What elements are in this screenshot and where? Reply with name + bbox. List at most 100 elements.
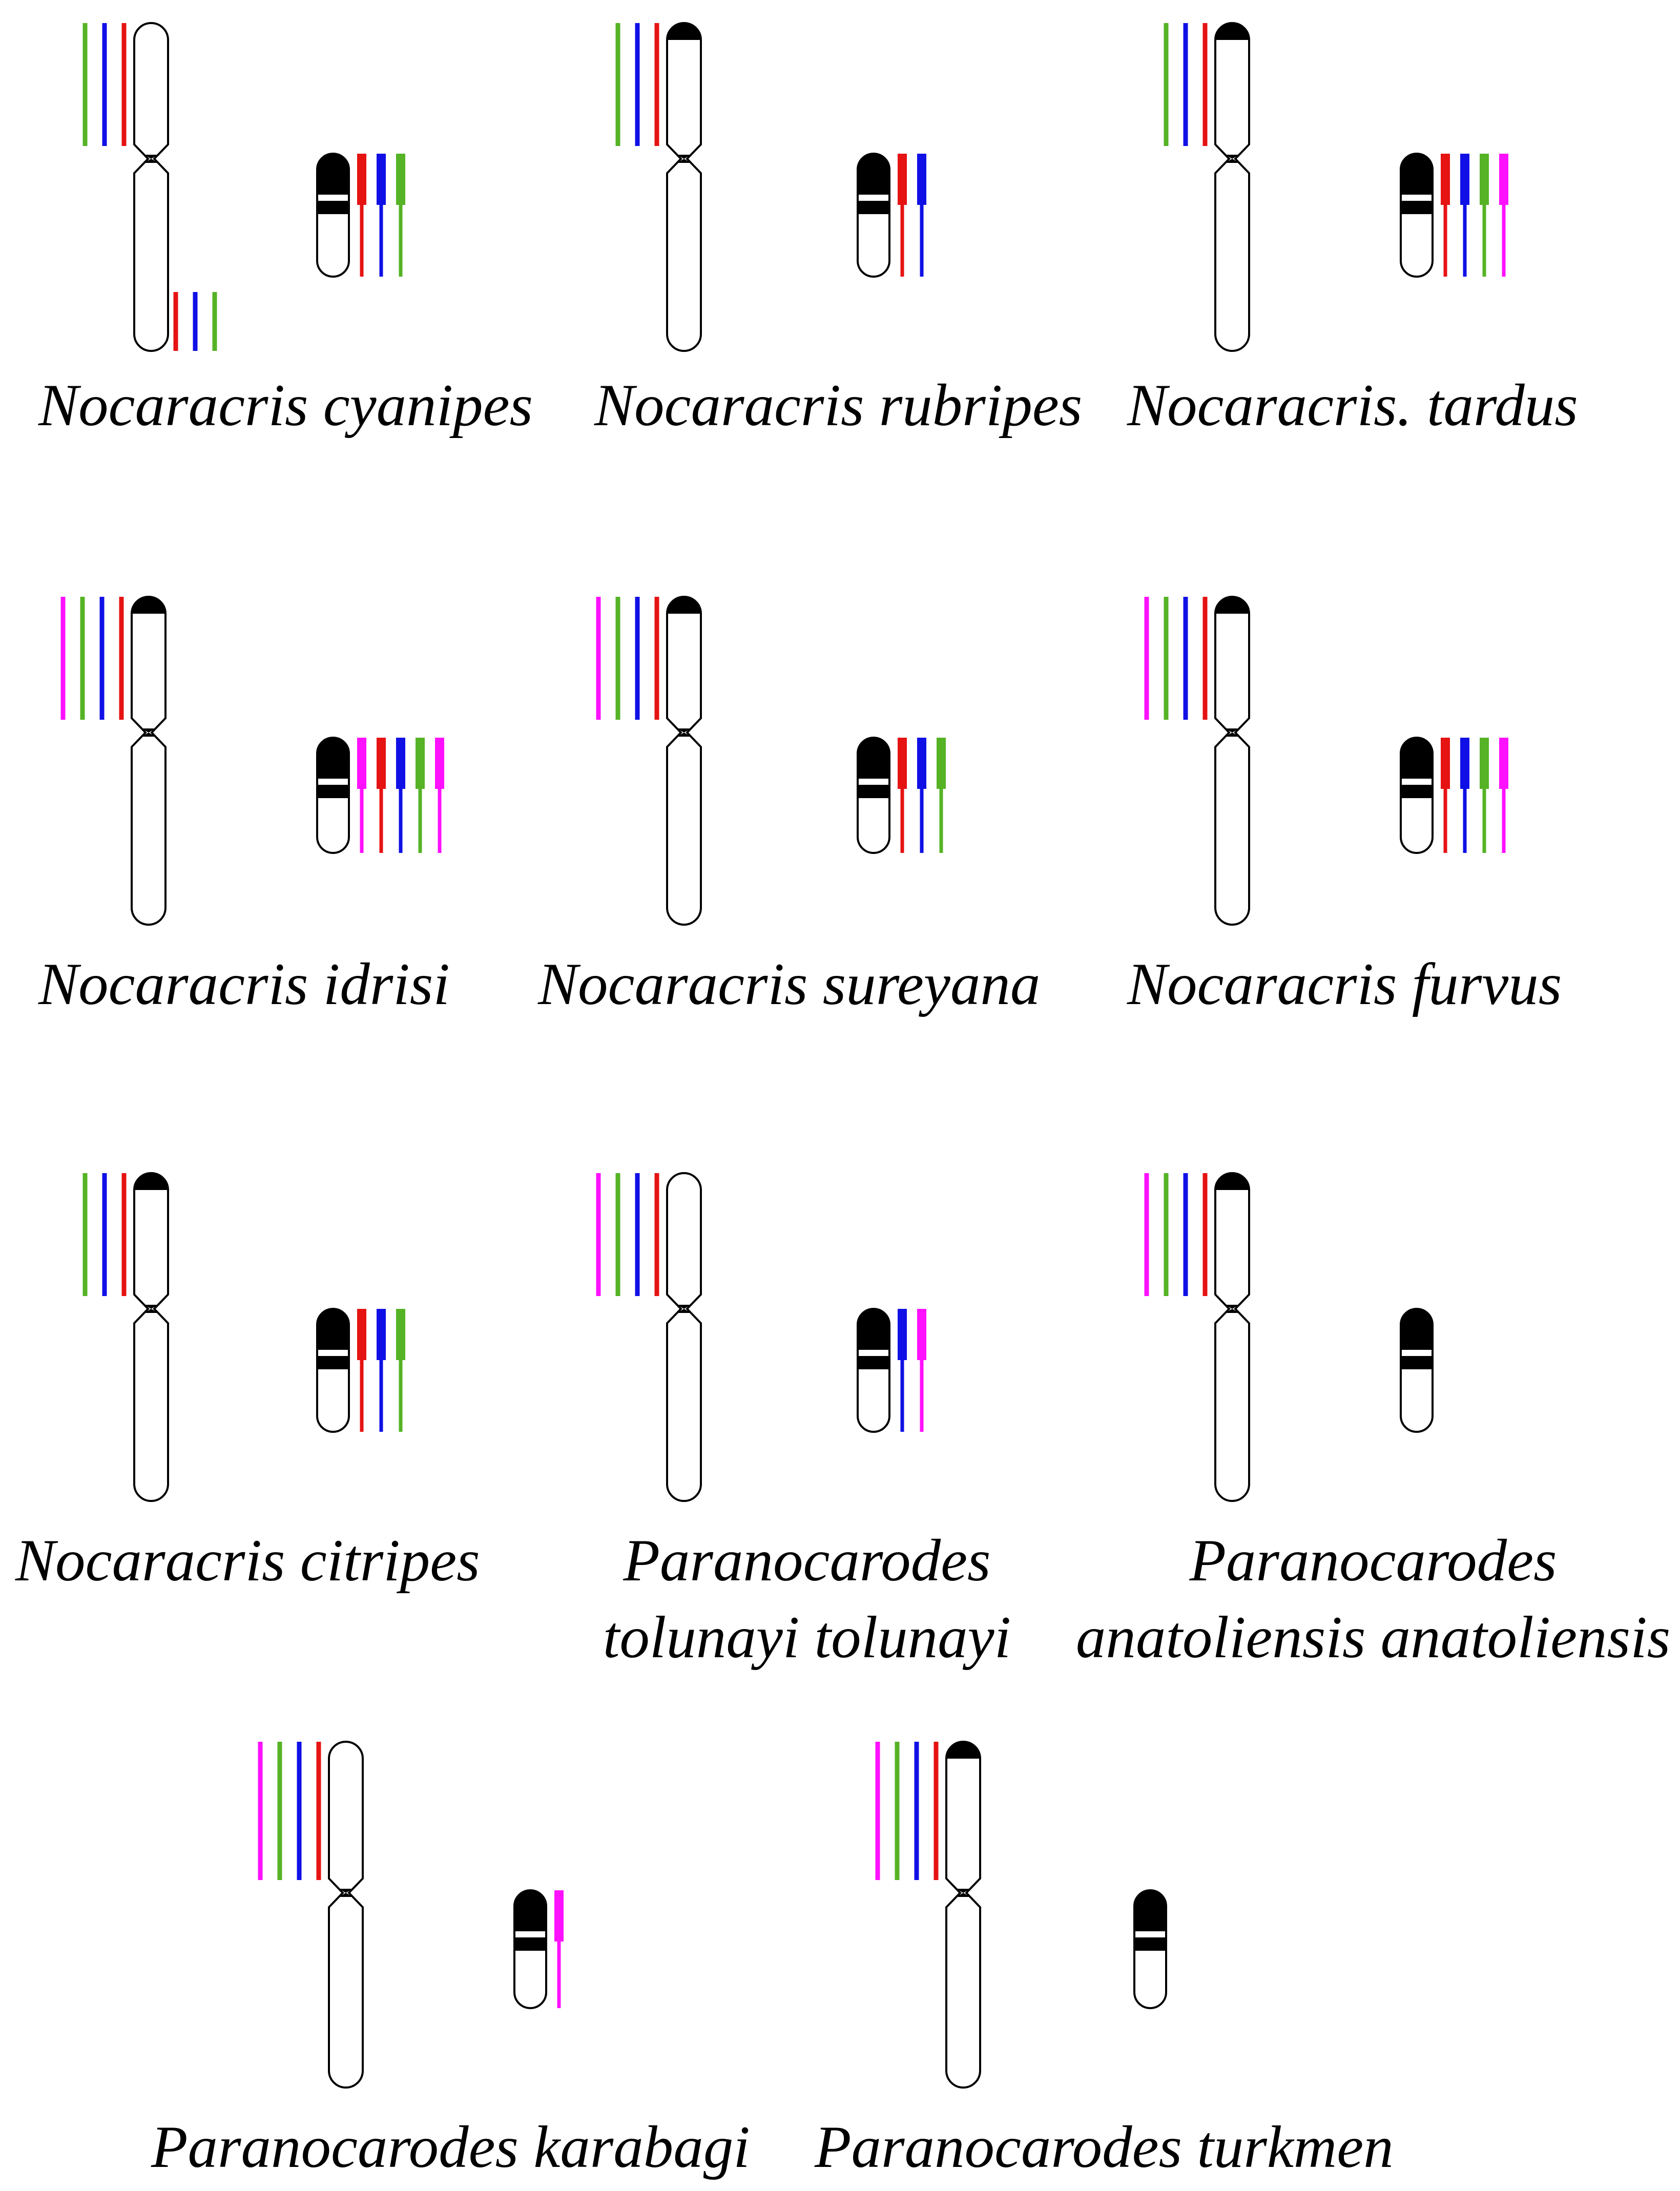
species-panel: Paranocarodes tolunayi tolunayi [596, 1172, 1011, 1671]
species-label: Paranocarodes [623, 1528, 990, 1594]
small-chromosome-band [317, 154, 349, 195]
signal-block-blue [1460, 154, 1469, 205]
signal-block-magenta [435, 738, 444, 789]
small-chromosome-band [858, 738, 889, 779]
small-chromosome-band [317, 738, 349, 779]
species-label: Nocaracris rubripes [594, 372, 1082, 439]
signal-block-blue [1460, 738, 1469, 789]
small-chromosome-band [1401, 1356, 1433, 1369]
small-chromosome-band [317, 201, 349, 214]
small-chromosome-band [858, 785, 889, 798]
centromere-band [677, 155, 691, 163]
signal-block-magenta [357, 738, 366, 789]
centromere-band [1225, 1305, 1239, 1313]
species-panel: Paranocarodes turkmen [814, 1741, 1394, 2180]
signal-block-blue [377, 154, 386, 205]
species-panel: Nocaracris sureyana [537, 596, 1040, 1017]
species-panel: Nocaracris idrisi [38, 596, 450, 1017]
species-label: Paranocarodes [1189, 1528, 1557, 1594]
small-chromosome-band [858, 154, 889, 195]
large-chromosome [133, 22, 169, 352]
small-chromosome-band [858, 201, 889, 214]
signal-block-blue [396, 738, 405, 789]
signal-block-red [898, 154, 907, 205]
species-label: Nocaracris sureyana [537, 951, 1040, 1017]
small-chromosome-band [1401, 201, 1433, 214]
species-label: Nocaracris idrisi [38, 951, 450, 1017]
signal-block-green [937, 738, 946, 789]
small-chromosome-band [514, 1937, 546, 1951]
centromere-band [677, 728, 691, 737]
signal-block-magenta [1499, 738, 1508, 789]
telomere-band [132, 597, 165, 614]
centromere-band [144, 155, 158, 163]
small-chromosome-band [1401, 1309, 1433, 1350]
centromere-band [677, 1305, 691, 1313]
signal-block-green [416, 738, 425, 789]
large-chromosome [133, 1172, 169, 1502]
signal-block-blue [377, 1309, 386, 1360]
species-label: Paranocarodes turkmen [814, 2114, 1394, 2180]
telomere-band [1215, 1173, 1249, 1190]
signal-block-red [357, 1309, 366, 1360]
small-chromosome-band [317, 785, 349, 798]
signal-block-red [377, 738, 386, 789]
species-label: Nocaracris furvus [1127, 951, 1562, 1017]
telomere-band [667, 23, 701, 40]
small-chromosome-band [858, 1309, 889, 1350]
signal-block-blue [898, 1309, 907, 1360]
large-chromosome [328, 1741, 364, 2089]
small-chromosome-band [317, 1309, 349, 1350]
species-panel: Nocaracris citripes [15, 1172, 480, 1594]
small-chromosome-band [1401, 738, 1433, 779]
signal-block-green [1480, 738, 1489, 789]
large-chromosome [1214, 22, 1250, 352]
signal-block-green [396, 154, 405, 205]
signal-block-magenta [917, 1309, 926, 1360]
species-label: Paranocarodes karabagi [151, 2114, 750, 2180]
centromere-band [339, 1889, 353, 1897]
species-panel: Nocaracris rubripes [594, 22, 1082, 439]
small-chromosome-band [317, 1356, 349, 1369]
species-panel: Paranocarodes karabagi [151, 1741, 750, 2180]
species-label: Nocaracris citripes [15, 1528, 480, 1594]
large-chromosome [1214, 1172, 1250, 1502]
centromere-band [956, 1889, 970, 1897]
telomere-band [946, 1742, 980, 1759]
centromere-band [141, 728, 156, 737]
large-chromosome [945, 1741, 981, 2089]
species-label: tolunayi tolunayi [603, 1604, 1011, 1671]
centromere-band [1225, 728, 1239, 737]
species-label: anatoliensis anatoliensis [1076, 1604, 1670, 1671]
small-chromosome-band [1134, 1937, 1166, 1951]
signal-block-red [1441, 738, 1450, 789]
small-chromosome-band [1401, 154, 1433, 195]
species-panel: Nocaracris. tardus [1127, 22, 1578, 439]
telomere-band [1215, 597, 1249, 614]
small-chromosome-band [1134, 1890, 1166, 1931]
large-chromosome [1214, 596, 1250, 926]
signal-block-green [396, 1309, 405, 1360]
signal-block-red [357, 154, 366, 205]
centromere-band [1225, 155, 1239, 163]
telomere-band [667, 597, 701, 614]
small-chromosome-band [858, 1356, 889, 1369]
signal-block-blue [917, 738, 926, 789]
small-chromosome-band [514, 1890, 546, 1931]
large-chromosome [666, 22, 702, 352]
species-panel: Nocaracris furvus [1127, 596, 1562, 1017]
species-panel: Nocaracris cyanipes [38, 22, 533, 439]
centromere-band [144, 1305, 158, 1313]
species-label: Nocaracris cyanipes [38, 372, 533, 439]
signal-block-red [898, 738, 907, 789]
telomere-band [134, 1173, 168, 1190]
large-chromosome [131, 596, 167, 926]
species-panel: Paranocarodes anatoliensis anatoliensis [1076, 1172, 1670, 1671]
signal-block-magenta [554, 1890, 564, 1942]
signal-block-magenta [1499, 154, 1508, 205]
species-label: Nocaracris. tardus [1127, 372, 1578, 439]
large-chromosome [666, 1172, 702, 1502]
signal-block-red [1441, 154, 1450, 205]
telomere-band [1215, 23, 1249, 40]
